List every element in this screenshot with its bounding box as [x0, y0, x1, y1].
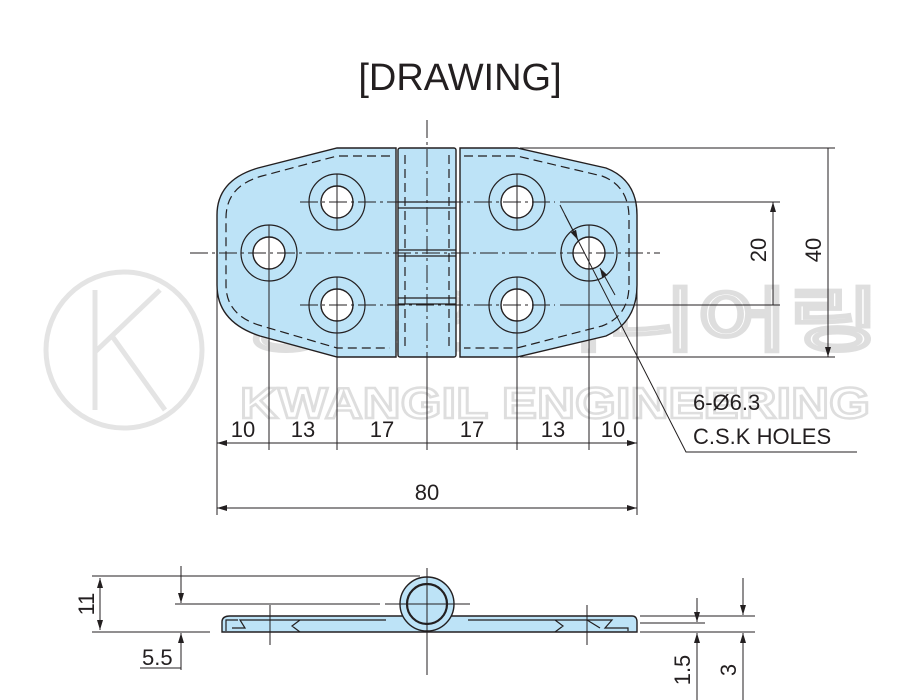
- leader-arrow-1: [564, 214, 579, 241]
- top-view: 10 13 17 17 13 10 80 20 40 6-Ø6.3 C.S.K …: [190, 120, 857, 515]
- hole-center-marks: [268, 174, 590, 333]
- hole-type: C.S.K HOLES: [693, 424, 831, 449]
- dim-17-left: 17: [370, 417, 394, 442]
- watermark-logo-k: [92, 288, 168, 412]
- side-center-lines: [269, 568, 588, 675]
- dim-20: 20: [746, 238, 771, 262]
- side-view: 11 5.5 1.5 3: [74, 566, 755, 700]
- dim-11: 11: [74, 593, 99, 616]
- dim-10-right: 10: [601, 417, 625, 442]
- leader-arrow-2: [599, 267, 616, 296]
- watermark-company: KWANGIL ENGINEERING: [240, 379, 870, 428]
- dim-13-right: 13: [541, 417, 565, 442]
- dim-40: 40: [801, 238, 826, 262]
- dim-10-left: 10: [231, 417, 255, 442]
- dim-5-5: 5.5: [142, 645, 173, 670]
- watermark-logo-circle: [43, 269, 205, 431]
- dim-80: 80: [415, 480, 439, 505]
- side-countersinks: [225, 619, 629, 633]
- hole-leader-line: [559, 204, 857, 453]
- leaf-hidden-outline: [225, 155, 630, 349]
- dim-3: 3: [716, 664, 741, 676]
- dim-13-left: 13: [291, 417, 315, 442]
- extension-lines: [216, 147, 835, 515]
- dim-17-right: 17: [460, 417, 484, 442]
- dim-1-5: 1.5: [670, 655, 695, 686]
- hole-count-diameter: 6-Ø6.3: [693, 390, 760, 415]
- center-lines: [190, 120, 660, 400]
- drawing-title: [DRAWING]: [358, 57, 561, 99]
- pin-hidden-lines: [404, 155, 450, 350]
- vertical-dim-lines: [773, 148, 828, 357]
